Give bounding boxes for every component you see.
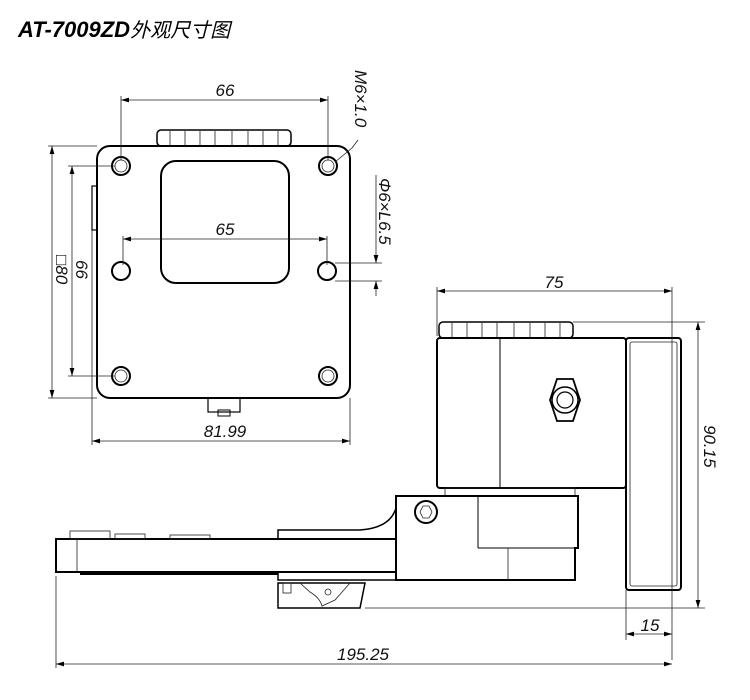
dim-height: 90.15: [700, 425, 719, 468]
arm: [55, 538, 397, 573]
drawing-title: AT-7009ZD外观尺寸图: [18, 14, 230, 43]
mounting-plate: [96, 145, 351, 399]
rotator-body: [436, 337, 627, 489]
l-bracket: [625, 337, 682, 591]
dim-bracket-thickness: 15: [641, 616, 660, 635]
dim-middle-hole-spacing: 65: [216, 220, 235, 239]
hole: [318, 366, 338, 386]
knob: [156, 129, 292, 147]
dim-vertical-hole-spacing: 66: [72, 260, 91, 279]
dim-plate-size: □80: [52, 255, 71, 285]
clamp: [277, 582, 366, 609]
dim-pin-hole: Φ6×L6.5: [375, 178, 394, 245]
side-knob: [438, 321, 574, 339]
dim-top-hole-spacing: 66: [216, 81, 235, 100]
top-view: 66 65 81.99 M6×1.0 Φ6×L6.5 □80 66: [48, 70, 394, 445]
center-window: [160, 160, 290, 284]
dim-thread: M6×1.0: [351, 70, 370, 128]
hole: [111, 261, 131, 281]
model-name: AT-7009ZD: [18, 17, 131, 42]
hex-screw: [414, 500, 438, 524]
side-view: 75 90.15 15 195.25: [55, 273, 719, 668]
hex-nut: [549, 378, 581, 422]
dim-plate-width: 81.99: [204, 422, 247, 441]
dim-total-length: 195.25: [337, 645, 390, 664]
lower-block: [395, 495, 579, 581]
dim-side-width: 75: [545, 273, 564, 292]
bottom-nub: [207, 397, 241, 413]
title-suffix: 外观尺寸图: [130, 18, 231, 42]
